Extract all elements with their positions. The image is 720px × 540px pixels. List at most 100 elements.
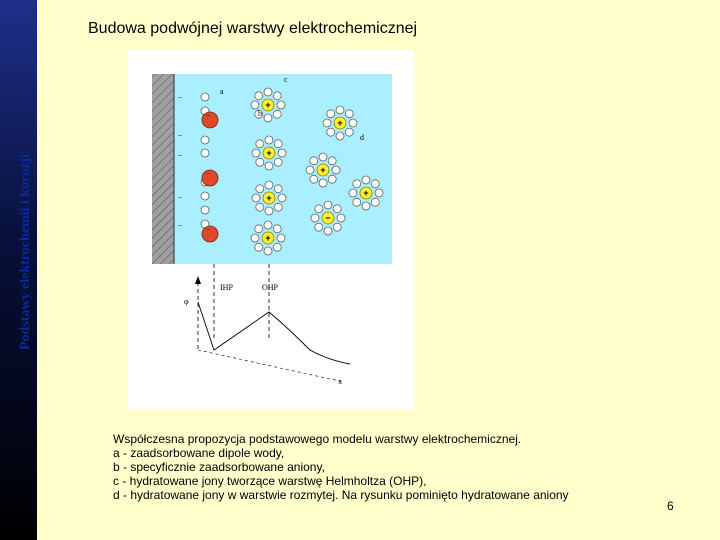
potential-axis-arrow [195, 276, 201, 284]
ion-charge-sign: + [320, 165, 325, 175]
hydration-water-molecule [305, 165, 315, 175]
hydration-water-molecule [263, 113, 273, 123]
x-label: x [338, 377, 342, 386]
caption-line: c - hydratowane jony tworzące warstwę He… [113, 474, 427, 488]
ion-charge-sign: + [266, 193, 271, 203]
ihp-label: IHP [220, 283, 233, 292]
hydration-water-molecule [323, 226, 333, 236]
hydration-water-molecule [322, 118, 332, 128]
anion-sign: − [206, 111, 211, 120]
phi-label: φ [184, 297, 189, 306]
double-layer-figure: − − − − − − − − +++++++− a b c d [128, 50, 414, 410]
hydration-water-molecule [251, 193, 261, 203]
hydration-water-molecule [263, 246, 273, 256]
hydration-water-molecule [335, 131, 345, 141]
hydration-water-molecule [327, 174, 337, 184]
hydration-water-molecule [273, 139, 283, 149]
hydration-water-molecule [370, 179, 380, 189]
hydrated-ions: +++++++− [250, 87, 384, 256]
hydration-water-molecule [309, 174, 319, 184]
hydration-water-molecule [336, 213, 346, 223]
hydration-water-molecule [348, 188, 358, 198]
hydration-water-molecule [335, 105, 345, 115]
hydration-water-molecule [254, 109, 264, 119]
hydration-water-molecule [250, 100, 260, 110]
hydration-water-molecule [272, 91, 282, 101]
adsorbed-water-dipoles [200, 92, 210, 229]
caption-line: d - hydratowane jony w warstwie rozmytej… [113, 488, 569, 502]
ion-charge-sign: + [265, 100, 270, 110]
hydration-water-molecule [326, 127, 336, 137]
hydration-water-molecule [361, 201, 371, 211]
hydration-water-molecule [254, 242, 264, 252]
cation-ohp [262, 146, 276, 160]
hydration-water-molecule [370, 197, 380, 207]
surface-charge-minus: − [178, 151, 183, 160]
hydration-water-molecule [255, 202, 265, 212]
hydration-water-molecule [314, 222, 324, 232]
side-bar: Podstawy elektrochemii i korozji [0, 0, 37, 540]
double-layer-diagram: − − − − − − − − +++++++− a b c d [152, 74, 392, 386]
label-c: c [284, 75, 288, 84]
figure-caption: Współczesna propozycja podstawowego mode… [113, 432, 569, 502]
surface-charge-minus: − [178, 221, 183, 230]
surface-charge-minus: − [178, 93, 183, 102]
hydration-water-molecule [332, 204, 342, 214]
hydration-water-molecule [255, 139, 265, 149]
hydration-water-molecule [264, 180, 274, 190]
page-number: 6 [667, 499, 674, 513]
cation-diffuse [359, 186, 373, 200]
hydration-water-molecule [250, 233, 260, 243]
hydration-water-molecule [263, 87, 273, 97]
slide-title: Budowa podwójnej warstwy elektrochemiczn… [88, 20, 418, 37]
hydration-water-molecule [263, 220, 273, 230]
hydration-water-molecule [264, 161, 274, 171]
hydration-water-molecule [272, 109, 282, 119]
hydration-water-molecule [309, 156, 319, 166]
cation-ohp [261, 98, 275, 112]
cation-ohp [262, 191, 276, 205]
hydration-water-molecule [272, 224, 282, 234]
hydration-water-molecule [352, 197, 362, 207]
ion-charge-sign: + [265, 233, 270, 243]
surface-charge-minus: − [178, 193, 183, 202]
hydration-water-molecule [254, 224, 264, 234]
electrode-hatch [152, 74, 174, 264]
hydration-water-molecule [374, 188, 384, 198]
hydration-water-molecule [277, 193, 287, 203]
hydration-water-molecule [323, 200, 333, 210]
ion-charge-sign: + [337, 118, 342, 128]
hydration-water-molecule [276, 100, 286, 110]
caption-line: a - zaadsorbowane dipole wody, [113, 446, 285, 460]
hydration-water-molecule [255, 184, 265, 194]
anion [201, 169, 219, 187]
cation-diffuse [333, 116, 347, 130]
label-a: a [220, 87, 224, 96]
hydration-water-molecule [254, 91, 264, 101]
ohp-label: OHP [262, 283, 279, 292]
hydration-water-molecule [273, 157, 283, 167]
ion-charge-sign: − [325, 213, 330, 223]
anion-sign: − [206, 169, 211, 178]
hydration-water-molecule [272, 242, 282, 252]
hydration-water-molecule [344, 127, 354, 137]
anion-diffuse [321, 211, 335, 225]
cation-diffuse [316, 163, 330, 177]
anion-sign: − [206, 225, 211, 234]
caption-line: Współczesna propozycja podstawowego mode… [113, 432, 522, 446]
hydration-water-molecule [352, 179, 362, 189]
anion [201, 225, 219, 243]
ion-charge-sign: + [266, 148, 271, 158]
electrode-charges: − − − − − [178, 93, 183, 230]
label-b: b [258, 109, 262, 118]
caption-line: b - specyficznie zaadsorbowane aniony, [113, 460, 325, 474]
hydration-water-molecule [331, 165, 341, 175]
hydration-water-molecule [310, 213, 320, 223]
hydration-water-molecule [277, 148, 287, 158]
potential-curve [197, 301, 351, 365]
hydration-water-molecule [361, 175, 371, 185]
hydration-water-molecule [255, 157, 265, 167]
hydration-water-molecule [327, 156, 337, 166]
hydration-water-molecule [276, 233, 286, 243]
hydration-water-molecule [251, 148, 261, 158]
